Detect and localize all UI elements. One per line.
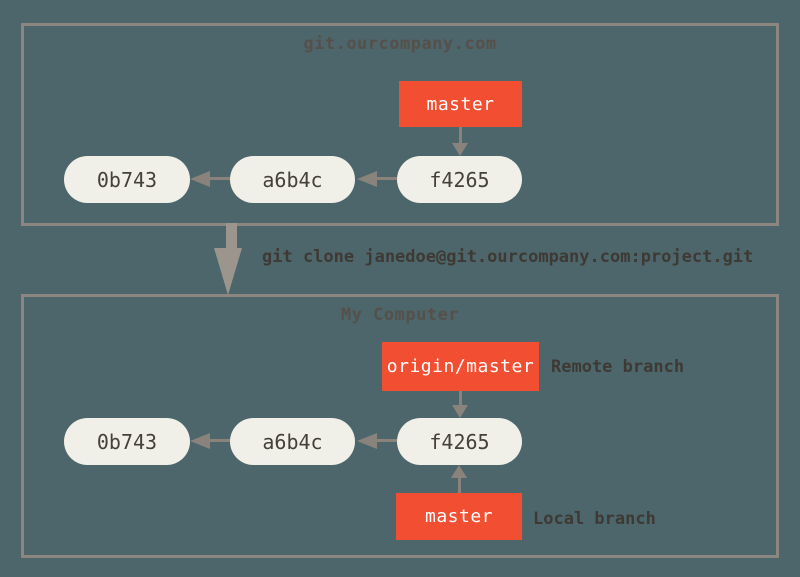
local-branch-node-master: master bbox=[396, 493, 522, 540]
server-commit-node-f4265: f4265 bbox=[397, 156, 522, 203]
server-box-title: git.ourcompany.com bbox=[303, 34, 497, 54]
arrowhead-left-icon bbox=[190, 433, 210, 449]
arrowhead-up-icon bbox=[451, 465, 467, 478]
arrowhead-left-icon bbox=[357, 433, 377, 449]
arrowhead-left-icon bbox=[357, 171, 377, 187]
local-commit-node-f4265: f4265 bbox=[397, 418, 522, 465]
arrowhead-down-icon bbox=[452, 143, 468, 156]
arrow-local-master-to-f4265 bbox=[458, 478, 461, 493]
arrowhead-left-icon bbox=[190, 171, 210, 187]
clone-command: git clone janedoe@git.ourcompany.com:pro… bbox=[262, 247, 754, 267]
arrow-server-master-to-f4265 bbox=[459, 127, 462, 144]
remote-branch-node-origin-master: origin/master bbox=[382, 342, 539, 391]
arrow-a6b4c-to-0b743 bbox=[206, 177, 230, 180]
local-commit-node-a6b4c: a6b4c bbox=[230, 418, 355, 465]
computer-box: My Computer origin/master Remote branch … bbox=[21, 294, 779, 558]
local-branch-annotation: Local branch bbox=[533, 509, 656, 529]
server-commit-node-a6b4c: a6b4c bbox=[230, 156, 355, 203]
arrowhead-down-icon bbox=[452, 405, 468, 418]
clone-arrowhead-icon bbox=[214, 248, 242, 295]
clone-arrow-icon bbox=[226, 223, 237, 248]
computer-box-title: My Computer bbox=[340, 305, 460, 325]
server-box: git.ourcompany.com master 0b743 a6b4c f4… bbox=[21, 23, 779, 226]
arrow-a6b4c-to-0b743 bbox=[206, 439, 230, 442]
remote-branch-annotation: Remote branch bbox=[551, 357, 685, 377]
local-commit-node-0b743: 0b743 bbox=[64, 418, 190, 465]
arrow-f4265-to-a6b4c bbox=[375, 177, 397, 180]
arrow-origin-master-to-f4265 bbox=[459, 391, 462, 406]
server-master-branch-node: master bbox=[399, 81, 522, 127]
arrow-f4265-to-a6b4c bbox=[375, 439, 397, 442]
server-commit-node-0b743: 0b743 bbox=[64, 156, 190, 203]
